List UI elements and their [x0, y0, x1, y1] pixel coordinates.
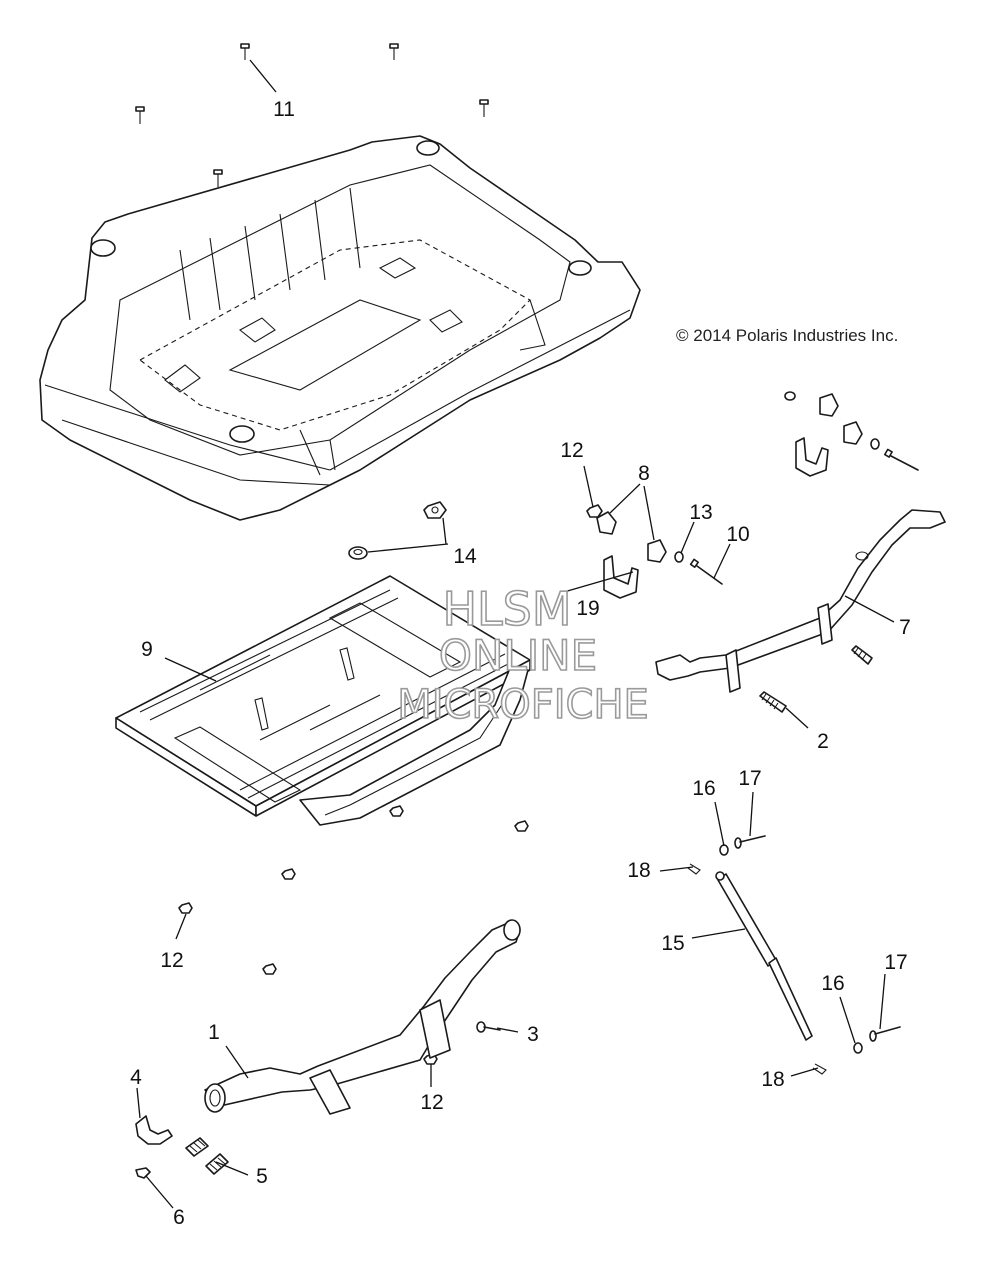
nut-12-a: [586, 504, 603, 518]
clamp-8-a: [596, 511, 617, 535]
clip-18-b: [812, 1063, 827, 1075]
gas-strut-15: [715, 871, 813, 1041]
nut-14-a: [423, 501, 447, 519]
spring-5-b: [205, 1153, 229, 1175]
bolt-3: [476, 1021, 501, 1033]
screw-11-a: [240, 43, 250, 60]
nut-12-d: [281, 868, 296, 880]
washer-16-b: [853, 1042, 863, 1054]
callout-6: 6: [173, 1206, 185, 1229]
leader-lines: [136, 59, 895, 1209]
callout-7: 7: [899, 616, 911, 639]
callout-4: 4: [130, 1066, 142, 1089]
watermark-line-2: ONLINE: [439, 631, 597, 680]
clamp-upper-right-b: [843, 421, 863, 445]
callout-18-lower: 18: [761, 1068, 784, 1091]
bracket-19: [603, 555, 639, 599]
callout-8: 8: [638, 462, 650, 485]
cargo-frame: [115, 575, 531, 826]
clamp-8-b: [647, 539, 667, 563]
spring-5-a: [185, 1137, 209, 1157]
clamp-upper-right-a: [819, 393, 839, 417]
washer-16-a: [719, 844, 729, 856]
callout-19: 19: [576, 597, 599, 620]
callout-18-upper: 18: [627, 859, 650, 882]
bolt-upper-right: [883, 448, 919, 471]
nut-upper-right: [784, 391, 796, 401]
callout-17-lower: 17: [884, 951, 907, 974]
callout-16-lower: 16: [821, 972, 844, 995]
callout-12-upper: 12: [560, 439, 583, 462]
bolt-10: [689, 558, 723, 585]
nut-12-e: [178, 902, 193, 914]
screw-11-d: [479, 99, 489, 117]
latch-rod-7: [655, 509, 946, 693]
callout-5: 5: [256, 1165, 268, 1188]
screw-11-c: [135, 106, 145, 124]
callout-12-left: 12: [160, 949, 183, 972]
cargo-box: [39, 135, 641, 521]
clip-18-a: [687, 863, 701, 875]
callout-2: 2: [817, 730, 829, 753]
callout-10: 10: [726, 523, 749, 546]
latch-rod-1: [204, 919, 521, 1115]
watermark-line-1: HLSM: [442, 582, 571, 636]
callout-11: 11: [273, 98, 295, 121]
callout-15: 15: [661, 932, 684, 955]
callout-1: 1: [208, 1021, 220, 1044]
nut-12-b: [389, 805, 404, 817]
callout-9: 9: [141, 638, 153, 661]
washer-13: [674, 551, 684, 563]
nut-12-c: [514, 820, 529, 832]
pin-17-b: [869, 1026, 901, 1042]
screw-11-b: [389, 43, 399, 60]
callout-16-upper: 16: [692, 777, 715, 800]
spring-2-b: [851, 645, 873, 665]
callout-3: 3: [527, 1023, 539, 1046]
washer-upper-right: [870, 438, 880, 450]
callout-13: 13: [689, 501, 712, 524]
callout-17-upper: 17: [738, 767, 761, 790]
spring-2-a: [759, 691, 787, 713]
clamp-4: [135, 1115, 173, 1145]
watermark-line-3: MICROFICHE: [397, 682, 649, 728]
callout-14: 14: [453, 545, 477, 568]
screw-11-e: [213, 169, 223, 187]
callout-12-lower: 12: [420, 1091, 443, 1114]
copyright-notice: © 2014 Polaris Industries Inc.: [676, 326, 898, 345]
nut-12-f: [262, 963, 277, 975]
pin-17-a: [734, 835, 766, 849]
rivet-6: [135, 1167, 151, 1179]
nut-14-b: [348, 546, 368, 560]
bracket-upper-right: [795, 437, 829, 477]
